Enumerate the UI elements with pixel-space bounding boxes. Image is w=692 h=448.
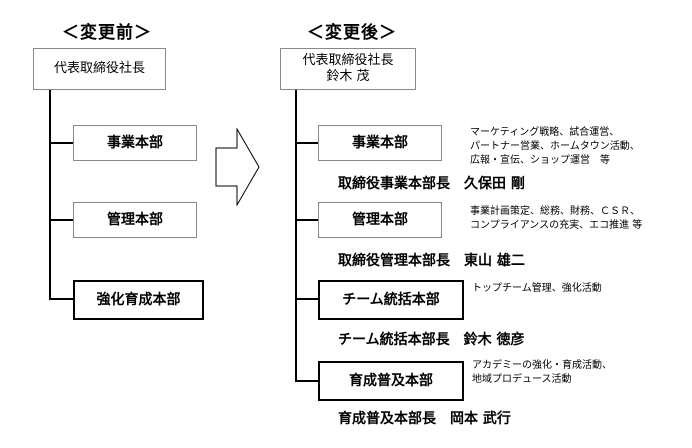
before-unit-label: 管理本部 [107,212,163,228]
before-unit-jigyo: 事業本部 [73,125,197,161]
desc-line: トップチーム管理、強化活動 [472,283,602,294]
after-unit-team: チーム統括本部 [318,280,464,320]
before-top-label: 代表取締役社長 [53,61,145,76]
after-unit-jigyo-head: 取締役事業本部長 久保田 剛 [338,176,525,192]
after-unit-jigyo: 事業本部 [318,125,442,161]
after-branch-line-3 [295,298,318,300]
after-branch-line-1 [295,142,318,144]
after-unit-kanri-head: 取締役管理本部長 東山 雄二 [338,253,525,269]
after-top-title: 代表取締役社長 [302,53,394,68]
after-unit-kanri-desc: 事業計画策定、総務、財務、ＣＳＲ、 コンプライアンスの充実、エコ推進 等 [470,205,642,233]
after-top-box: 代表取締役社長 鈴木 茂 [280,48,416,90]
after-unit-team-head: チーム統括本部長 鈴木 徳彦 [338,332,525,348]
before-unit-label: 事業本部 [107,135,163,151]
after-branch-line-4 [295,380,318,382]
before-trunk-line [49,90,51,300]
before-unit-kanri: 管理本部 [73,202,197,238]
desc-line: 地域プロデュース活動 [472,374,572,385]
after-unit-label: 育成普及本部 [349,373,433,389]
before-heading: ＜変更前＞ [62,23,152,43]
before-top-box: 代表取締役社長 [33,48,166,90]
before-branch-line-3 [49,298,73,300]
desc-line: 事業計画策定、総務、財務、ＣＳＲ、 [470,206,640,217]
after-unit-ikusei-desc: アカデミーの強化・育成活動、 地域プロデュース活動 [472,359,612,387]
after-unit-team-desc: トップチーム管理、強化活動 [472,282,602,296]
after-trunk-line [295,90,297,382]
change-arrow-icon [215,128,260,206]
after-unit-jigyo-desc: マーケティング戦略、試合運営、 パートナー営業、ホームタウン活動、 広報・宣伝、… [470,126,640,168]
after-unit-label: チーム統括本部 [342,292,440,308]
before-unit-label: 強化育成本部 [96,292,181,308]
desc-line: パートナー営業、ホームタウン活動、 [470,141,640,152]
after-branch-line-2 [295,219,318,221]
after-unit-ikusei: 育成普及本部 [318,361,464,401]
desc-line: アカデミーの強化・育成活動、 [472,360,612,371]
after-heading: ＜変更後＞ [307,23,397,43]
after-unit-label: 管理本部 [352,212,408,228]
before-branch-line-2 [49,219,73,221]
after-top-name: 鈴木 茂 [326,69,370,84]
after-unit-ikusei-head: 育成普及本部長 岡本 武行 [338,411,511,427]
after-unit-kanri: 管理本部 [318,202,442,238]
desc-line: 広報・宣伝、ショップ運営 等 [470,155,610,166]
after-unit-label: 事業本部 [352,135,408,151]
before-branch-line-1 [49,142,73,144]
desc-line: コンプライアンスの充実、エコ推進 等 [470,220,643,231]
before-unit-kyoka: 強化育成本部 [73,280,204,320]
desc-line: マーケティング戦略、試合運営、 [470,127,620,138]
